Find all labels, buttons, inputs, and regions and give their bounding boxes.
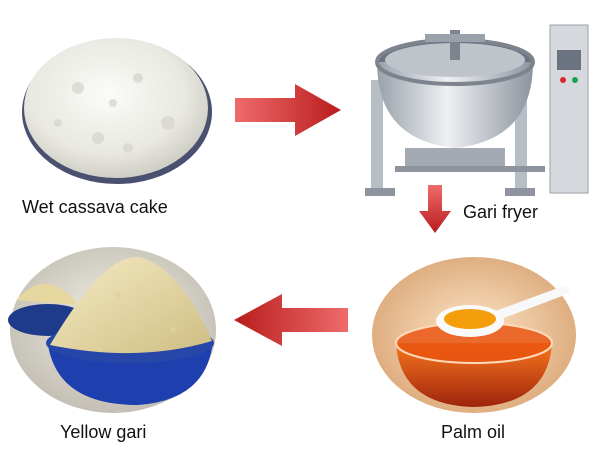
wet-cassava-cake-label: Wet cassava cake — [22, 197, 168, 217]
arrow-down-icon — [417, 183, 453, 235]
arrow-right-icon — [233, 82, 343, 138]
palm-oil-image — [370, 255, 578, 415]
yellow-gari-label: Yellow gari — [60, 422, 147, 442]
gari-fryer-label: Gari fryer — [463, 202, 539, 222]
palm-oil-label: Palm oil — [441, 422, 506, 442]
arrow-left-icon — [232, 292, 350, 348]
yellow-gari-image — [8, 245, 218, 415]
gari-fryer-image — [365, 20, 593, 198]
wet-cassava-cake-image — [18, 28, 216, 188]
